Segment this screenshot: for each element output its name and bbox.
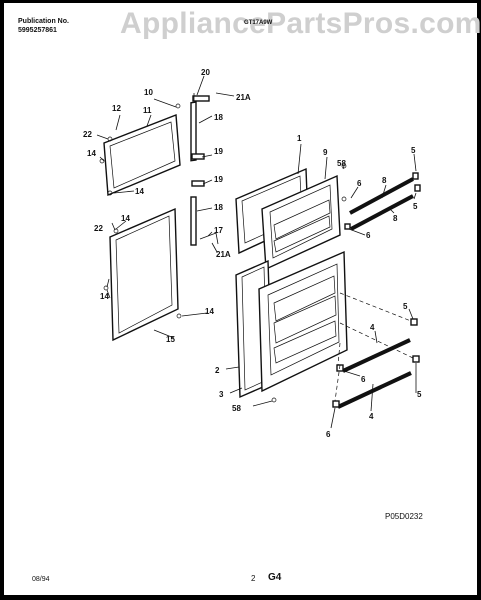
publication-label: Publication No. (18, 18, 69, 25)
callout-14-right: 14 (205, 307, 214, 316)
callout-21a-bottom: 21A (216, 250, 231, 259)
publication-number: 5995257861 (18, 27, 57, 34)
diagram-code: P05D0232 (385, 512, 423, 521)
callout-6-second: 6 (366, 231, 371, 240)
callout-19-bottom: 19 (214, 175, 223, 184)
callout-5-top: 5 (411, 146, 416, 155)
callout-58-top: 58 (337, 159, 346, 168)
callout-11: 11 (143, 106, 152, 115)
model-code: GT17A9W (244, 20, 273, 26)
callout-18-bottom: 18 (214, 203, 223, 212)
callout-18-top: 18 (214, 113, 223, 122)
callout-20: 20 (201, 68, 210, 77)
callout-22-bottom: 22 (94, 224, 103, 233)
callout-8-bottom: 8 (393, 214, 398, 223)
fresh-food-shelf-rails (332, 292, 420, 409)
fresh-food-door-liner (258, 250, 348, 393)
freezer-shelf-rails (341, 172, 421, 231)
callout-58-bottom: 58 (232, 404, 241, 413)
footer-date: 08/94 (32, 576, 50, 583)
callout-4-top: 4 (370, 323, 375, 332)
callout-3: 3 (219, 390, 224, 399)
callout-14-left-top: 14 (87, 149, 96, 158)
watermark: AppliancePartsPros.com (120, 7, 481, 40)
footer-page: 2 (251, 574, 256, 583)
callout-12: 12 (112, 104, 121, 113)
parts-diagram-sheet: AppliancePartsPros.com Publication No. 5… (4, 3, 481, 595)
callout-5-bottom: 5 (417, 390, 422, 399)
callout-5-second: 5 (413, 202, 418, 211)
callout-6-bottom: 6 (326, 430, 331, 439)
callout-labels: 10 12 11 22 14 14 20 21A 18 19 19 18 17 … (83, 68, 422, 439)
callout-9: 9 (323, 148, 328, 157)
callout-5-third: 5 (403, 302, 408, 311)
callout-10: 10 (144, 88, 153, 97)
callout-1: 1 (297, 134, 302, 143)
callout-19-top: 19 (214, 147, 223, 156)
callout-15: 15 (166, 335, 175, 344)
fresh-food-gasket (109, 207, 179, 342)
callout-6-third: 6 (361, 375, 366, 384)
footer-section: G4 (268, 572, 282, 583)
freezer-door-liner (261, 174, 341, 271)
freezer-gasket (103, 114, 181, 197)
callout-6-top: 6 (357, 179, 362, 188)
callout-21a-top: 21A (236, 93, 251, 102)
callout-14-left-low: 14 (100, 292, 109, 301)
callout-14-mid: 14 (135, 187, 144, 196)
callout-4-bottom: 4 (369, 412, 374, 421)
callout-17: 17 (214, 226, 223, 235)
callout-8-top: 8 (382, 176, 387, 185)
callout-2: 2 (215, 366, 220, 375)
exploded-view-drawing: 10 12 11 22 14 14 20 21A 18 19 19 18 17 … (83, 68, 422, 439)
leader-lines (96, 75, 417, 429)
callout-22-top: 22 (83, 130, 92, 139)
callout-14-left-mid: 14 (121, 214, 130, 223)
